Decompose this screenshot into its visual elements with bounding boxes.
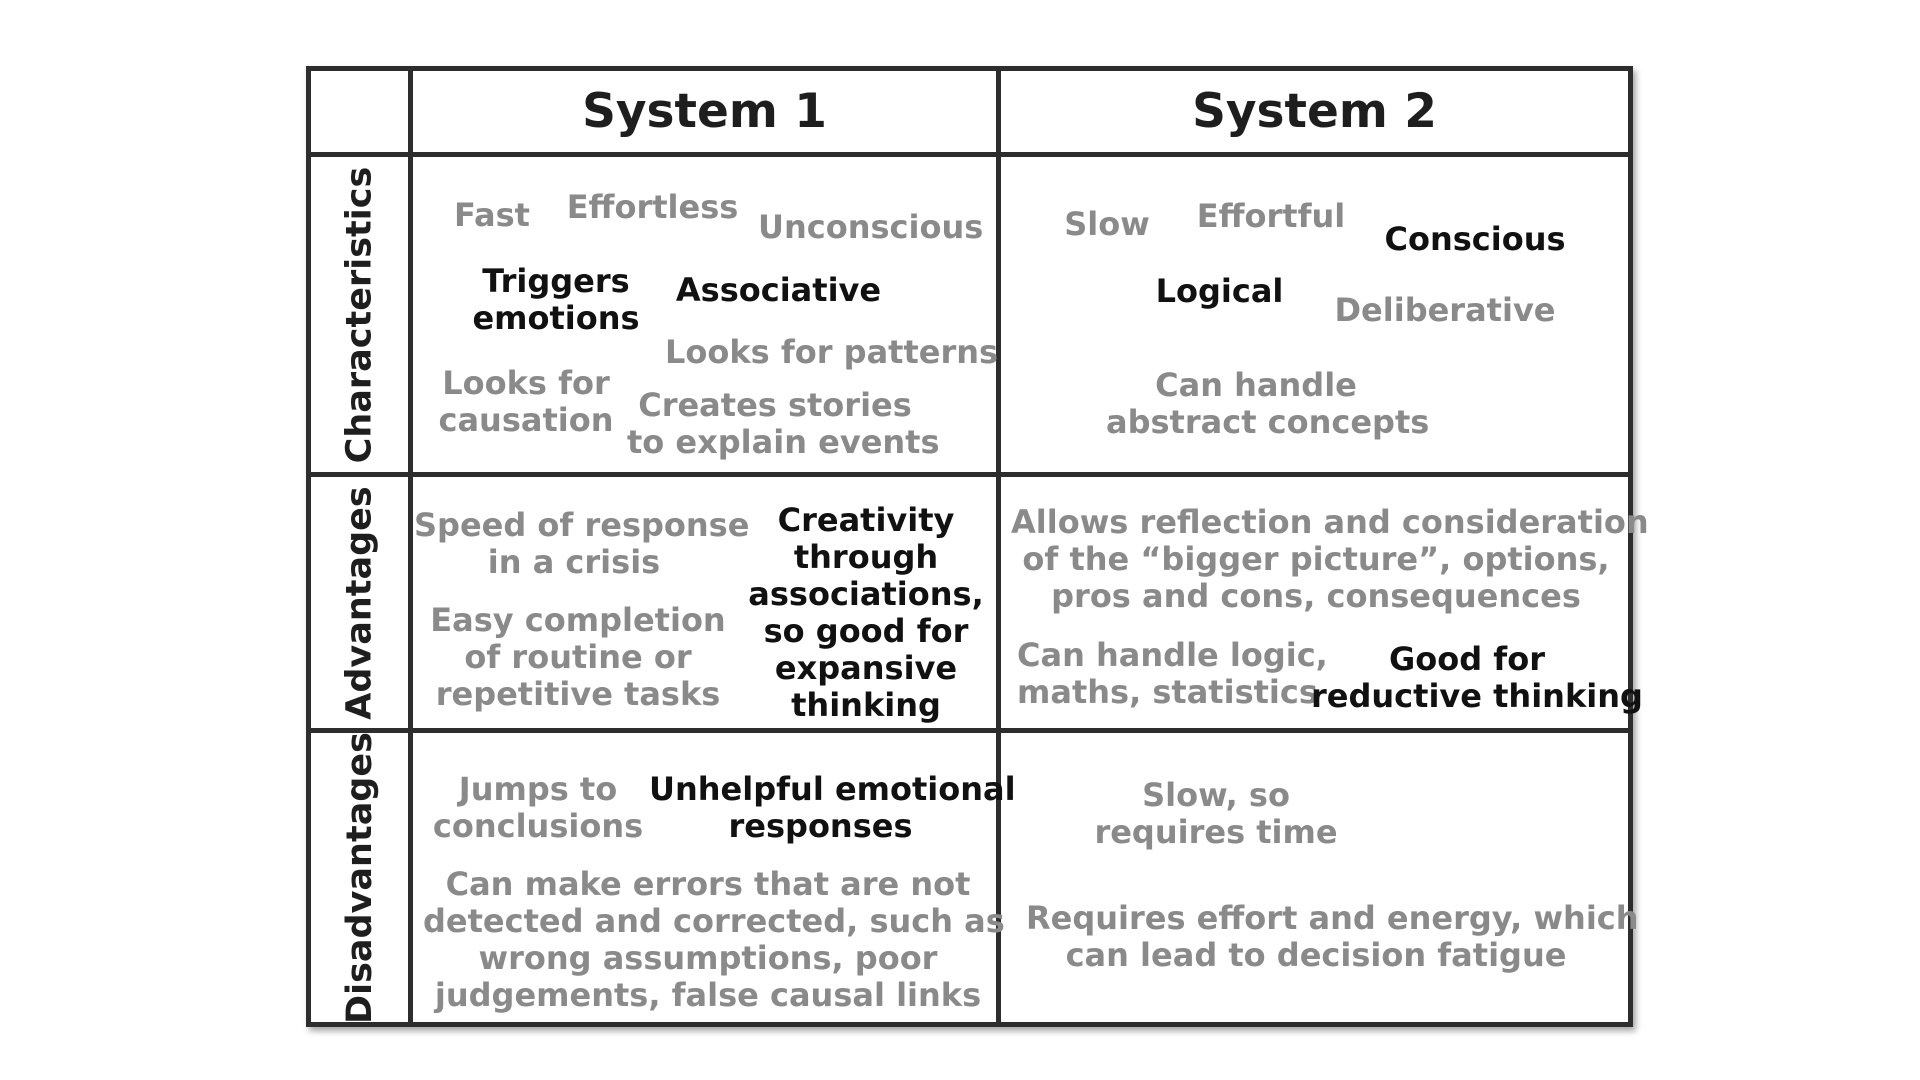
row-label-text: Characteristics <box>339 166 380 463</box>
advantage-creativity: Creativity through associations, so good… <box>748 501 984 724</box>
column-divider <box>996 66 1001 1027</box>
trait-looks-for-patterns: Looks for patterns <box>665 333 999 371</box>
trait-deliberative: Deliberative <box>1334 291 1556 329</box>
trait-fast: Fast <box>454 196 530 234</box>
trait-logical: Logical <box>1155 272 1284 310</box>
trait-abstract-concepts: Can handle abstract concepts <box>1106 366 1430 441</box>
trait-looks-for-causation: Looks for causation <box>438 364 614 439</box>
trait-creates-stories: Creates stories to explain events <box>627 386 940 461</box>
row-divider <box>306 472 1633 477</box>
row-label-text: Advantages <box>339 485 380 720</box>
trait-effortless: Effortless <box>566 188 739 226</box>
row-label-text: Disadvantages <box>339 731 380 1024</box>
disadvantage-decision-fatigue: Requires effort and energy, which can le… <box>1026 899 1639 974</box>
comparison-table: System 1 System 2 Characteristics Advant… <box>306 66 1649 1027</box>
trait-unconscious: Unconscious <box>758 208 984 246</box>
trait-triggers-emotions: Triggers emotions <box>472 262 640 337</box>
header-system-1: System 1 <box>582 84 827 139</box>
disadvantage-requires-time: Slow, so requires time <box>1094 776 1338 851</box>
row-label-disadvantages: Disadvantages <box>311 731 408 1024</box>
trait-slow: Slow <box>1064 205 1150 243</box>
advantage-easy-completion: Easy completion of routine or repetitive… <box>430 601 726 713</box>
disadvantage-errors: Can make errors that are not detected an… <box>423 865 1005 1014</box>
row-divider <box>306 728 1633 733</box>
row-label-advantages: Advantages <box>311 477 408 728</box>
row-label-characteristics: Characteristics <box>311 157 408 472</box>
trait-conscious: Conscious <box>1384 220 1566 258</box>
disadvantage-unhelpful-emotional-responses: Unhelpful emotional responses <box>649 770 1016 845</box>
row-divider <box>306 152 1633 157</box>
advantage-reductive-thinking: Good for reductive thinking <box>1311 640 1643 715</box>
disadvantage-jumps-to-conclusions: Jumps to conclusions <box>432 770 644 845</box>
header-system-2: System 2 <box>1192 84 1437 139</box>
column-divider <box>408 66 413 1027</box>
trait-effortful: Effortful <box>1196 197 1346 235</box>
trait-associative: Associative <box>675 271 882 309</box>
advantage-speed-of-response: Speed of response in a crisis <box>414 506 750 581</box>
advantage-logic-maths: Can handle logic, maths, statistics <box>1017 636 1328 711</box>
advantage-reflection: Allows reflection and consideration of t… <box>1011 503 1649 615</box>
